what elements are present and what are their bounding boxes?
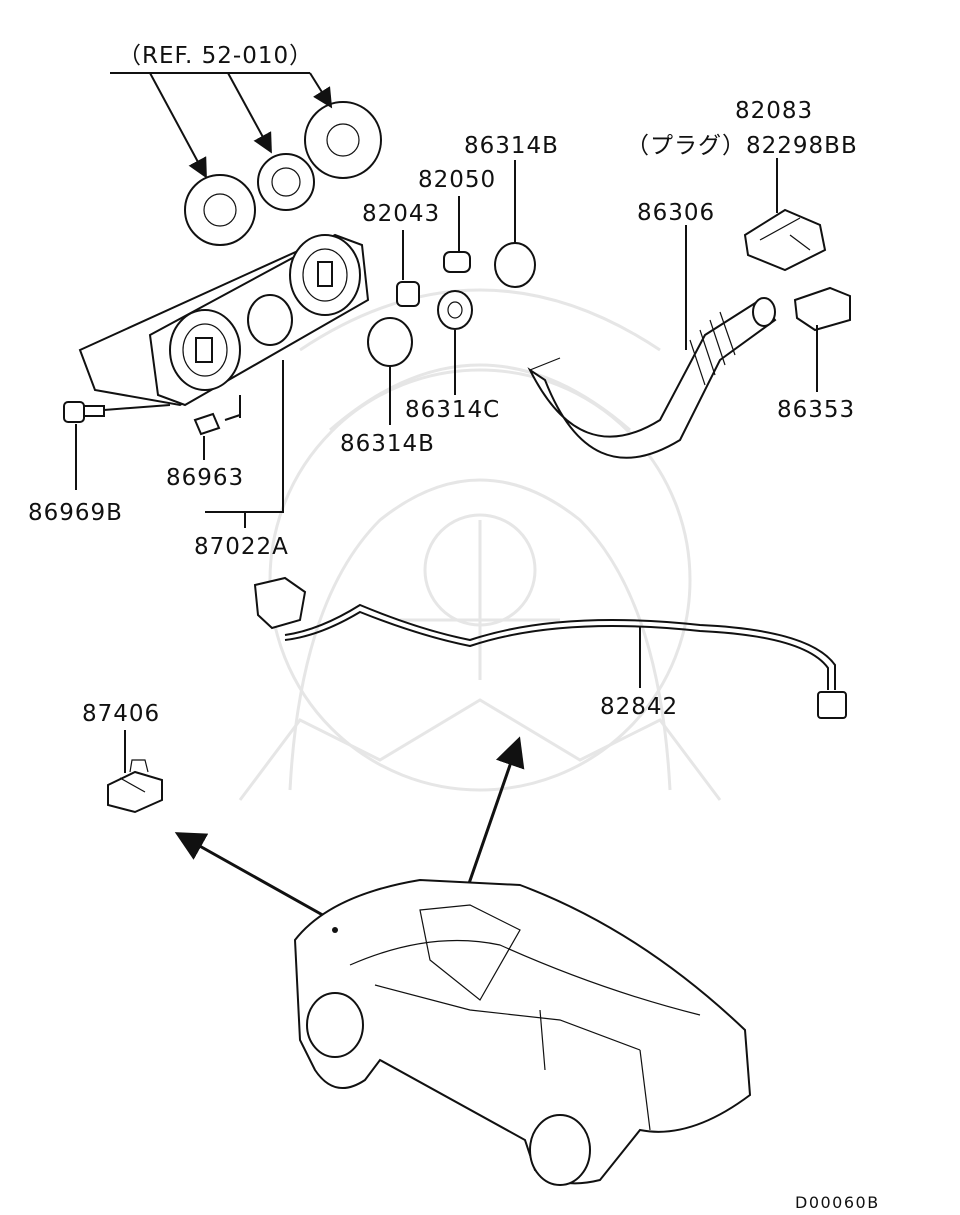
label-82842: 82842 bbox=[600, 694, 678, 720]
label-82043: 82043 bbox=[362, 201, 440, 227]
label-82083: 82083 bbox=[735, 98, 813, 124]
label-87022A: 87022A bbox=[194, 534, 289, 560]
wire-harness-82842 bbox=[253, 576, 847, 719]
bulb-82050 bbox=[443, 251, 471, 273]
connector-86353 bbox=[793, 286, 851, 332]
label-86314B-top: 86314B bbox=[464, 133, 559, 159]
bulb-86963 bbox=[193, 412, 221, 436]
air-duct-86306 bbox=[527, 297, 777, 459]
label-86314B-bottom: 86314B bbox=[340, 431, 435, 457]
vehicle-outline bbox=[293, 878, 752, 1186]
label-87406: 87406 bbox=[82, 701, 160, 727]
screw-86969B bbox=[63, 401, 105, 423]
label-82298BB: （プラグ）82298BB bbox=[626, 133, 858, 159]
bulb-82043 bbox=[396, 281, 420, 307]
drawing-code: D00060B bbox=[795, 1193, 880, 1210]
ref-note: （REF. 52-010） bbox=[118, 43, 313, 69]
label-86306: 86306 bbox=[637, 200, 715, 226]
knob-cap-86314B-bottom bbox=[367, 317, 413, 367]
ref-knobs bbox=[184, 101, 382, 246]
label-86314C: 86314C bbox=[405, 397, 500, 423]
heater-control-panel bbox=[78, 233, 370, 407]
label-86353: 86353 bbox=[777, 397, 855, 423]
switch-87406 bbox=[107, 759, 163, 814]
knob-cap-86314B-top bbox=[494, 242, 536, 288]
label-82050: 82050 bbox=[418, 167, 496, 193]
label-86963: 86963 bbox=[166, 465, 244, 491]
switch-82083 bbox=[743, 208, 827, 272]
knob-cap-86314C bbox=[437, 290, 473, 330]
watermark-emblem bbox=[238, 288, 722, 801]
label-86969B: 86969B bbox=[28, 500, 123, 526]
